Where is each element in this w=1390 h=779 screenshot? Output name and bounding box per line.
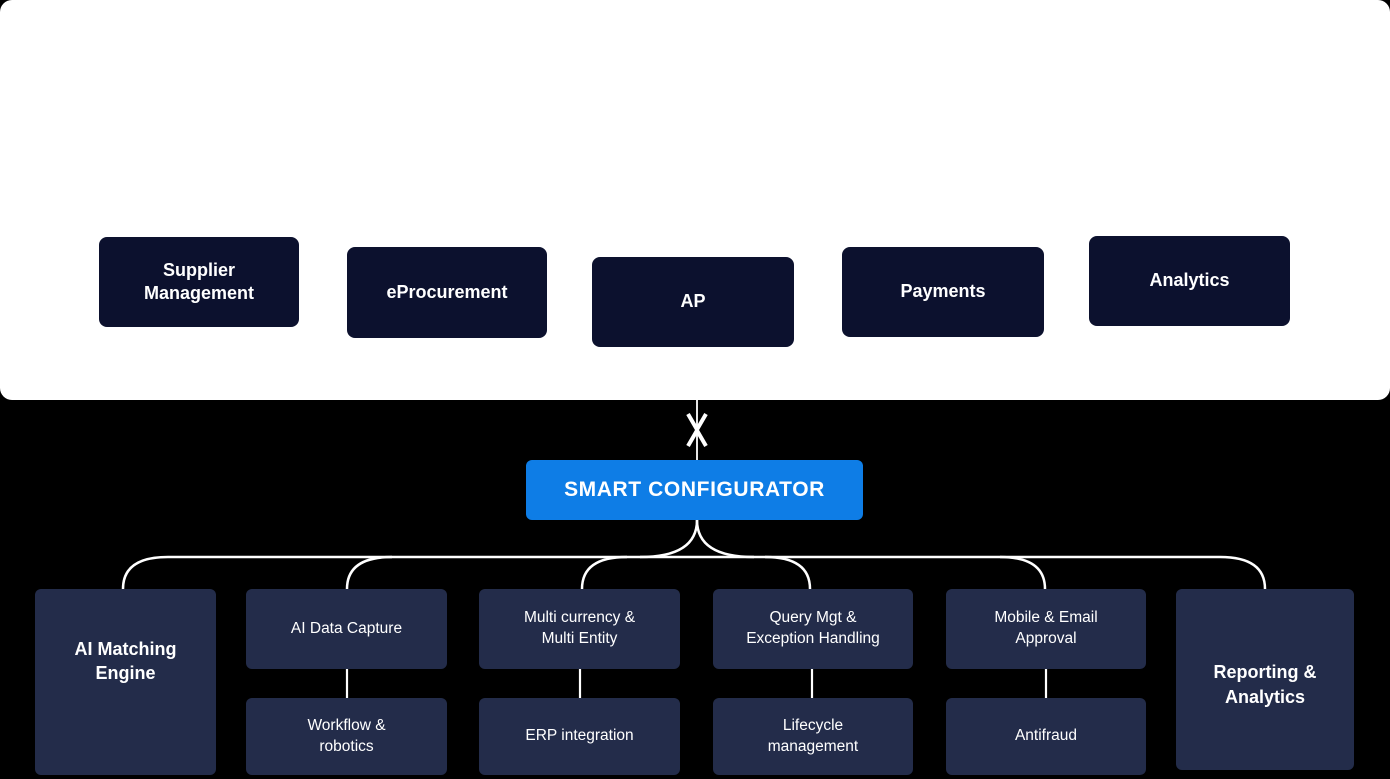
drop-multi-currency — [580, 555, 628, 590]
drop-mobile-email — [999, 555, 1047, 590]
feature-erp-integration: ERP integration — [479, 698, 680, 775]
module-analytics: Analytics — [1089, 236, 1290, 326]
module-payments: Payments — [842, 247, 1044, 337]
feature-ai-matching-engine: AI Matching Engine — [35, 589, 216, 775]
fork-left — [639, 519, 699, 559]
branch-rail — [121, 555, 1267, 590]
module-eprocurement: eProcurement — [347, 247, 547, 338]
smart-configurator-box: SMART CONFIGURATOR — [526, 460, 863, 520]
feature-ai-data-capture: AI Data Capture — [246, 589, 447, 669]
x-split-connector-icon — [686, 412, 708, 448]
drop-query-mgt — [764, 555, 812, 590]
feature-workflow-robotics: Workflow & robotics — [246, 698, 447, 775]
feature-reporting-analytics: Reporting & Analytics — [1176, 589, 1354, 770]
module-supplier-management: Supplier Management — [99, 237, 299, 327]
module-ap: AP — [592, 257, 794, 347]
feature-multi-currency-entity: Multi currency & Multi Entity — [479, 589, 680, 669]
feature-mobile-email-approval: Mobile & Email Approval — [946, 589, 1146, 669]
drop-ai-data-capture — [345, 555, 393, 590]
fork-right — [695, 519, 755, 559]
feature-query-mgt-exception: Query Mgt & Exception Handling — [713, 589, 913, 669]
feature-antifraud: Antifraud — [946, 698, 1146, 775]
feature-lifecycle-management: Lifecycle management — [713, 698, 913, 775]
